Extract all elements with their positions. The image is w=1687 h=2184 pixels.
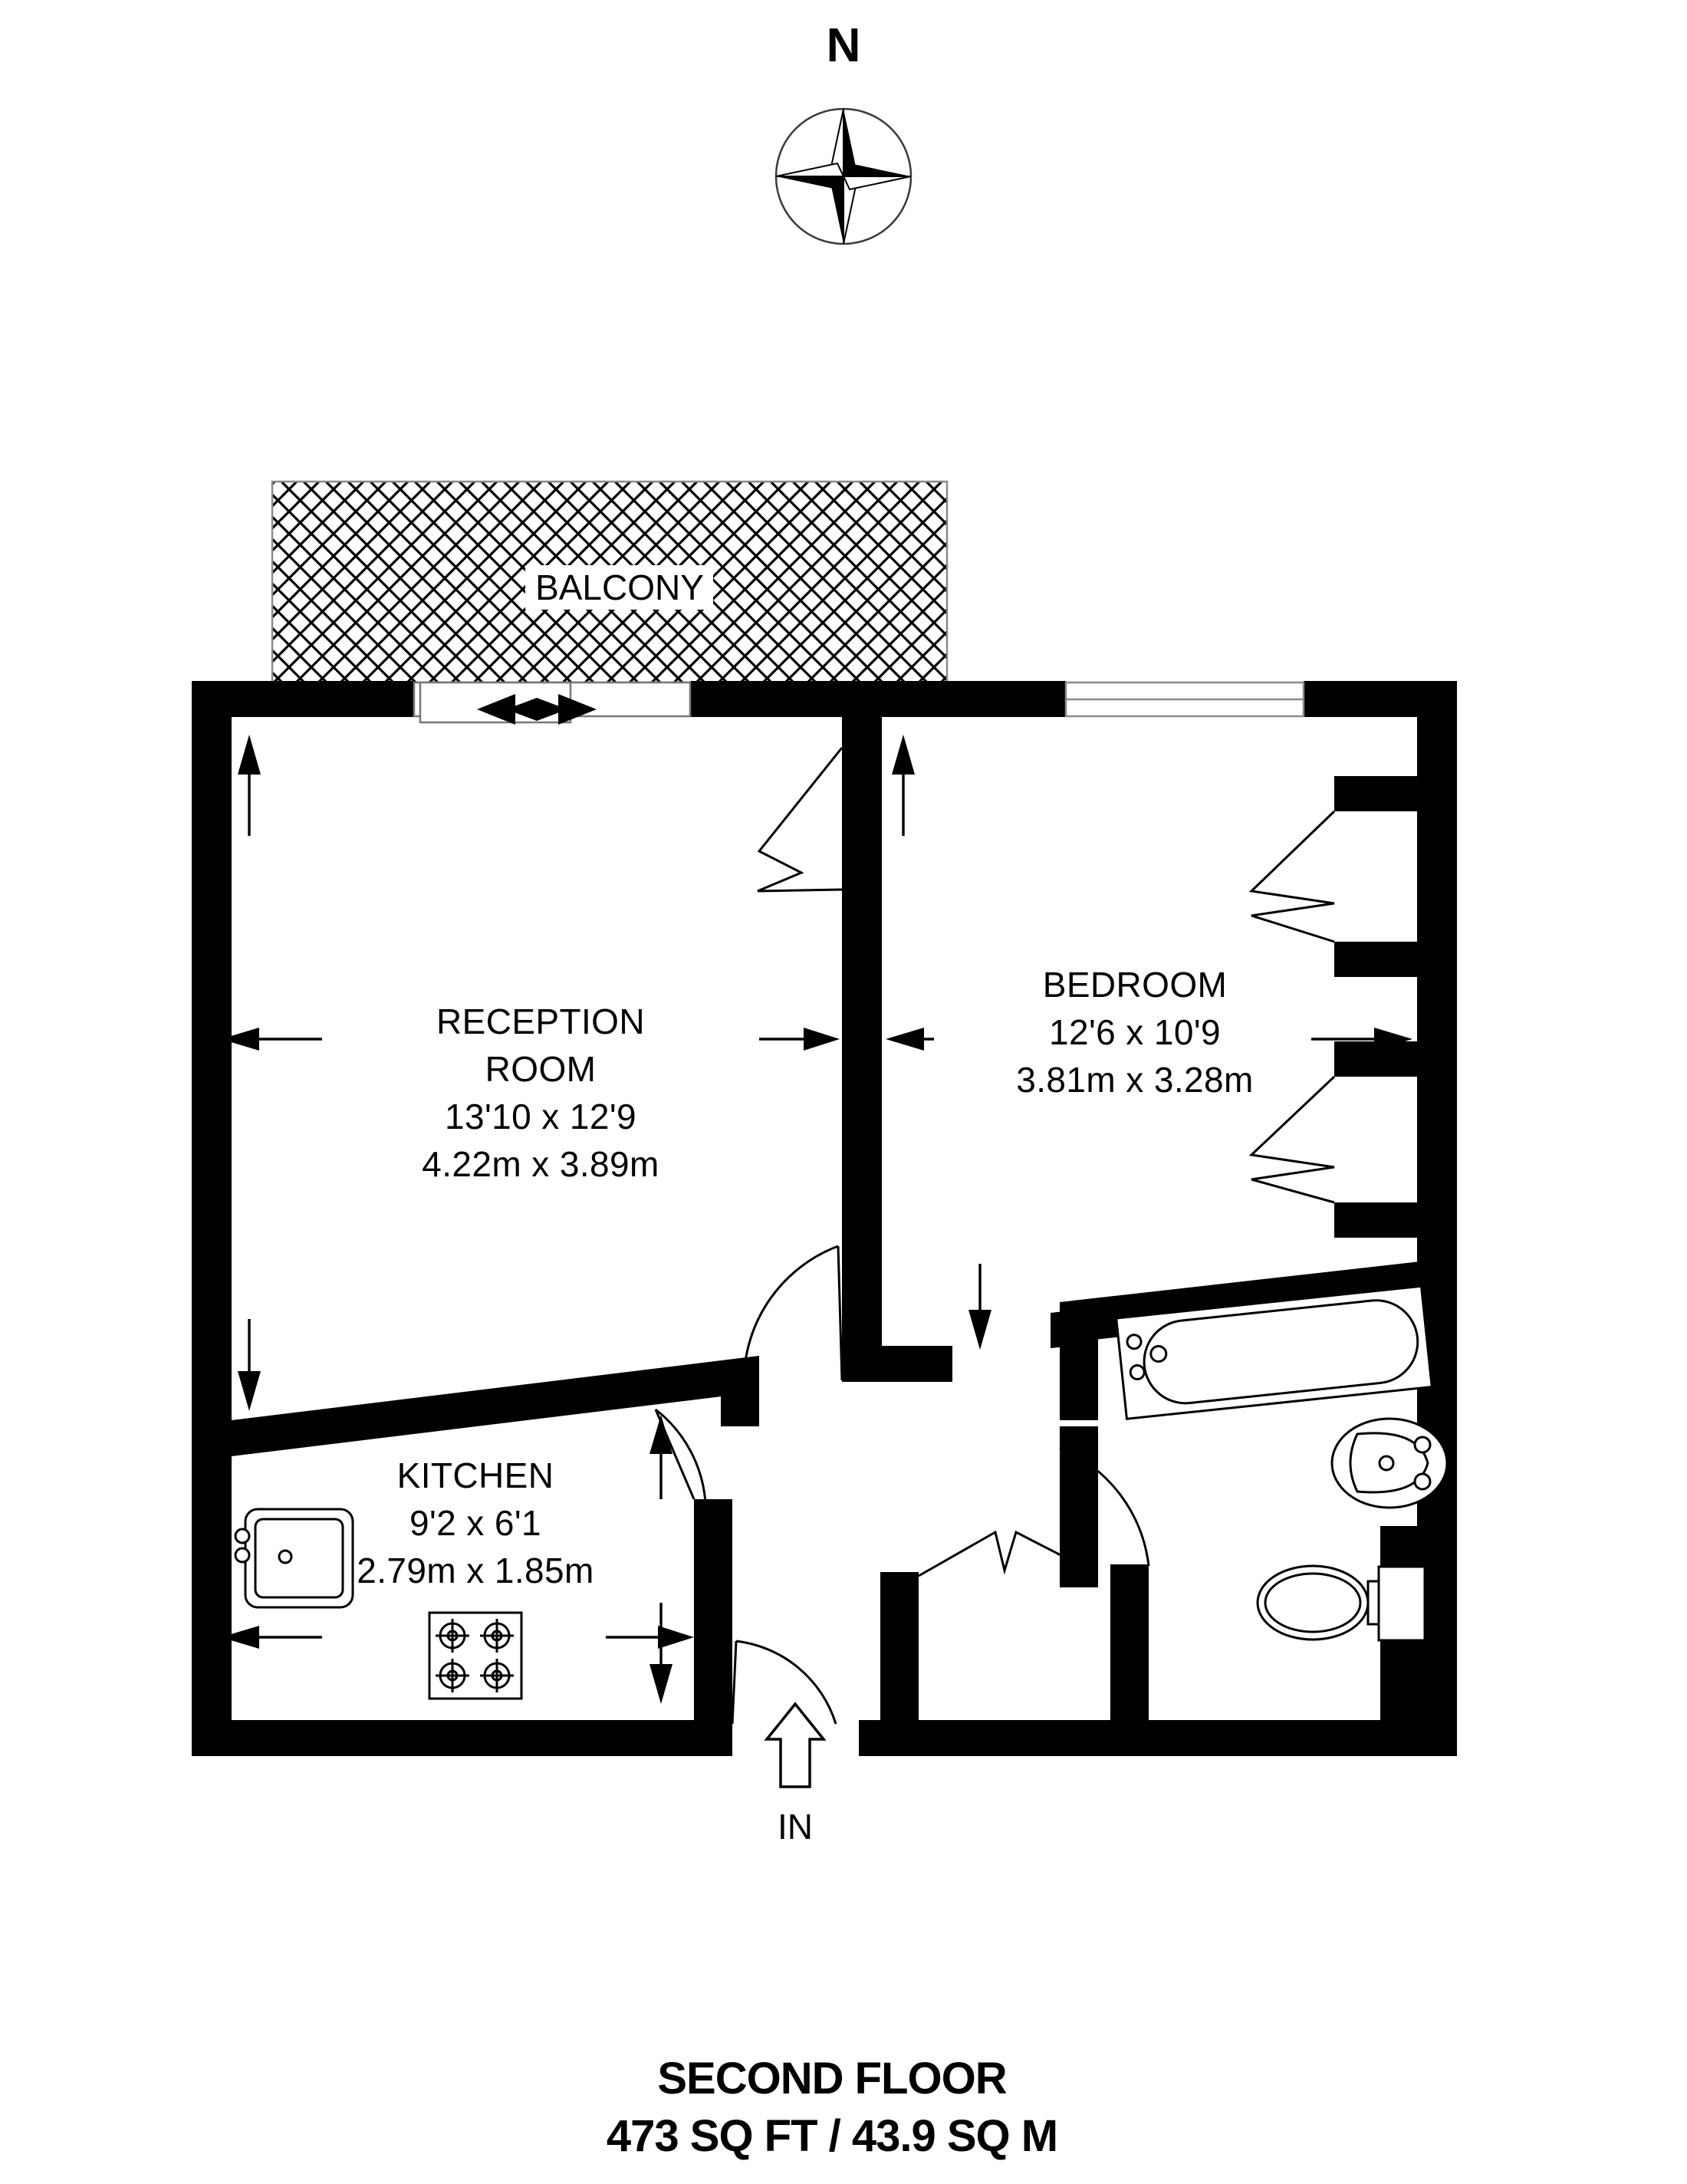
bathtub-icon (1115, 1284, 1433, 1420)
bedroom-metric: 3.81m x 3.28m (1016, 1060, 1253, 1100)
compass-rose-icon (774, 107, 913, 245)
sliding-patio-door[interactable] (413, 681, 692, 725)
entrance-marker: IN (764, 1702, 827, 1847)
bedroom-imperial: 12'6 x 10'9 (1049, 1012, 1221, 1052)
entrance-arrow-icon (764, 1702, 827, 1788)
kitchen-name-line1: KITCHEN (397, 1455, 554, 1495)
reception-room-imperial: 13'10 x 12'9 (445, 1097, 636, 1136)
kitchen-label-group: KITCHEN 9'2 x 6'1 2.79m x 1.85m (357, 1455, 594, 1590)
balcony-label: BALCONY (535, 567, 704, 607)
bathroom-basin-icon (1330, 1417, 1449, 1509)
kitchen-metric: 2.79m x 1.85m (357, 1551, 594, 1590)
reception-room-metric: 4.22m x 3.89m (422, 1144, 659, 1184)
reception-room-label-group: RECEPTION ROOM 13'10 x 12'9 4.22m x 3.89… (422, 1002, 659, 1184)
reception-closet-door[interactable] (757, 747, 844, 893)
reception-room-name-line1: RECEPTION (436, 1002, 645, 1041)
floor-title: SECOND FLOOR (657, 2054, 1006, 2103)
hall-cupboard-doors[interactable] (918, 1530, 1097, 1577)
balcony-label-bg (525, 565, 713, 610)
dimension-arrows (221, 735, 1412, 1704)
bedroom-label-group: BEDROOM 12'6 x 10'9 3.81m x 3.28m (1016, 965, 1253, 1100)
bedroom-name-line1: BEDROOM (1043, 965, 1227, 1005)
kitchen-hob-icon (428, 1611, 523, 1700)
kitchen-imperial: 9'2 x 6'1 (409, 1503, 541, 1543)
bedroom-wardrobe-upper[interactable] (1248, 810, 1336, 943)
reception-door[interactable] (742, 1245, 844, 1381)
entrance-door[interactable] (731, 1640, 837, 1725)
bedroom-wardrobe-lower[interactable] (1248, 1075, 1336, 1204)
kitchen-sink-icon (234, 1508, 354, 1609)
toilet-icon (1256, 1564, 1426, 1642)
reception-room-name-line2: ROOM (485, 1049, 597, 1089)
entrance-label: IN (778, 1807, 813, 1847)
compass-north-label: N (827, 19, 861, 72)
floor-area: 473 SQ FT / 43.9 SQ M (607, 2111, 1057, 2161)
bathroom-door[interactable] (1059, 1446, 1150, 1567)
bedroom-window (1064, 681, 1305, 718)
